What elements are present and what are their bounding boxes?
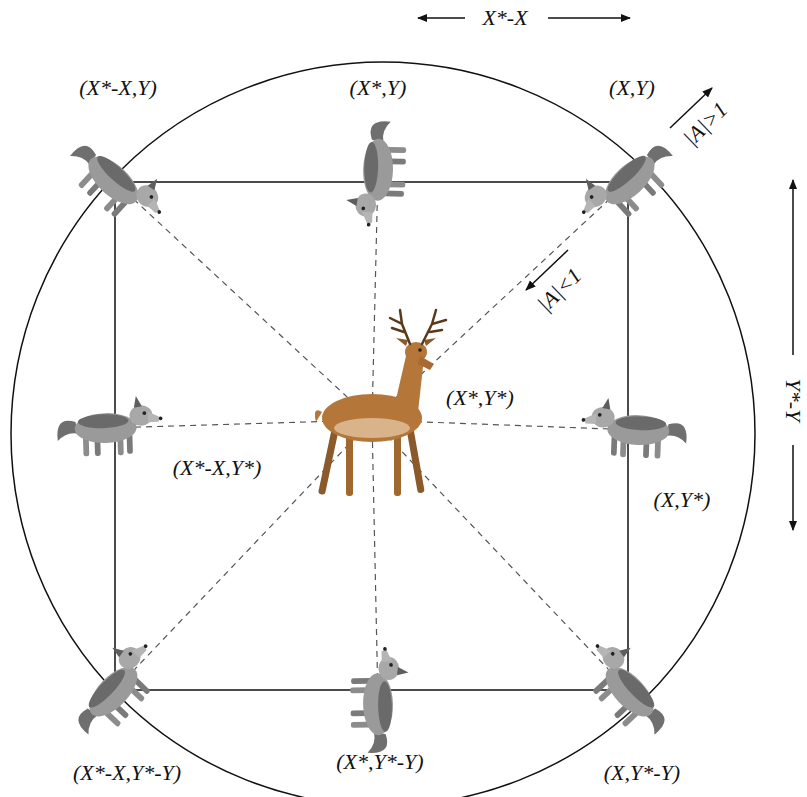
search-square (115, 182, 628, 690)
coordinate-label: X*-X (482, 7, 527, 29)
coordinate-label: (X*-X,Y) (79, 77, 157, 99)
wolf-figure (57, 629, 172, 746)
dimension-arrow (418, 17, 465, 19)
coordinate-label: (X*,Y*) (446, 387, 514, 409)
coordinate-label: |A|>1 (680, 98, 732, 150)
coordinate-label: (X*-X,Y*) (173, 457, 262, 479)
wolf-figure (570, 629, 685, 746)
wolf-figure (56, 395, 163, 457)
deer-prey (315, 310, 446, 496)
coordinate-label: (X,Y) (609, 77, 655, 99)
wolf-figure (59, 125, 176, 240)
coordinate-label: Y*-Y (782, 379, 804, 422)
wolf-figure (567, 125, 684, 240)
coordinate-label: (X,Y*-Y) (604, 762, 680, 784)
coordinate-label: |A|<1 (534, 264, 586, 316)
dashed-line (372, 420, 628, 690)
coordinate-label: (X,Y*) (654, 489, 711, 511)
dashed-lines (108, 172, 636, 702)
dimension-arrow (792, 180, 794, 355)
dashed-line (115, 420, 372, 690)
dashed-line (372, 182, 628, 420)
dashed-line (115, 182, 372, 420)
wolf-figure (580, 397, 688, 460)
dashed-line (372, 420, 378, 702)
dimension-arrow (792, 445, 794, 530)
wolves (56, 120, 688, 753)
search-circle (11, 62, 755, 797)
wolf-figure (349, 647, 410, 754)
wolf-figure (346, 120, 407, 227)
dimension-arrow (548, 17, 630, 19)
coordinate-label: (X*,Y*-Y) (336, 751, 423, 773)
coordinate-label: (X*-X,Y*-Y) (73, 762, 181, 784)
coordinate-label: (X*,Y) (350, 77, 407, 99)
